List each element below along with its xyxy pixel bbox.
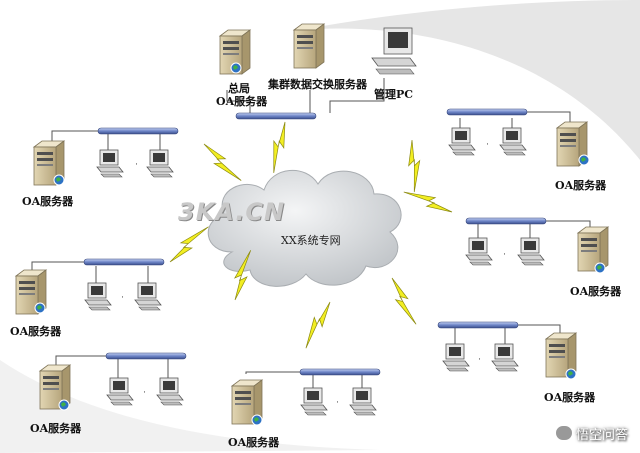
- svg-text:·: ·: [336, 397, 339, 407]
- client-pc-icon: [491, 343, 519, 372]
- cluster-server-icon: [293, 23, 325, 69]
- link-bolt-e: [403, 184, 453, 220]
- client-pc-icon: [134, 282, 162, 311]
- client-pc-icon: [300, 387, 328, 416]
- client-pc-icon: [349, 387, 377, 416]
- site-upper-left: ·: [33, 127, 179, 186]
- client-pc-icon: [442, 343, 470, 372]
- link-bolt-se: [377, 277, 431, 325]
- client-pc-icon: [96, 149, 124, 178]
- admin-pc-label: 管理PC: [374, 88, 414, 101]
- oa-server-label: OA服务器: [555, 179, 607, 192]
- client-pc-icon: [465, 237, 493, 266]
- chat-bubble-icon: [554, 425, 573, 441]
- site-lower-right: ·: [437, 321, 577, 380]
- hq-switch: [235, 112, 317, 120]
- link-bolt-s: [301, 301, 335, 349]
- hq-head-server-label: 总局: [228, 82, 250, 95]
- admin-pc-icon: [371, 27, 417, 75]
- hq-head-server-label-2: OA服务器: [216, 95, 268, 108]
- svg-text:·: ·: [135, 159, 138, 169]
- svg-text:·: ·: [486, 139, 489, 149]
- svg-text:·: ·: [478, 354, 481, 364]
- background-swoosh: [300, 0, 640, 160]
- link-bolt-n: [258, 121, 301, 174]
- site-upper-right: ·: [446, 108, 590, 167]
- cluster-server-label: 集群数据交换服务器: [268, 78, 367, 91]
- oa-server-label: OA服务器: [10, 325, 62, 338]
- client-pc-icon: [156, 377, 184, 406]
- client-pc-icon: [106, 377, 134, 406]
- watermark: 3KA.CN: [178, 198, 286, 226]
- svg-text:·: ·: [121, 292, 124, 302]
- oa-server-label: OA服务器: [22, 195, 74, 208]
- site-lower-middle: ·: [231, 368, 381, 426]
- oa-server-label: OA服务器: [228, 436, 280, 449]
- link-bolt-nw: [197, 143, 248, 181]
- link-bolt-ne: [389, 139, 437, 193]
- site-lower-left: ·: [39, 352, 187, 411]
- network-cloud: [207, 170, 402, 287]
- site-middle-right: ·: [465, 217, 609, 274]
- link-bolt-w: [164, 226, 214, 263]
- oa-server-label: OA服务器: [30, 422, 82, 435]
- brand-label: 悟空问答: [575, 428, 628, 443]
- oa-server-label: OA服务器: [570, 285, 622, 298]
- oa-server-label: OA服务器: [544, 391, 596, 404]
- client-pc-icon: [448, 127, 476, 156]
- site-middle-left: ·: [15, 258, 165, 315]
- client-pc-icon: [84, 282, 112, 311]
- client-pc-icon: [499, 127, 527, 156]
- svg-text:·: ·: [503, 249, 506, 259]
- hq-network: [219, 23, 417, 120]
- svg-text:·: ·: [143, 387, 146, 397]
- client-pc-icon: [146, 149, 174, 178]
- brand-watermark: 悟空问答: [554, 424, 628, 443]
- cloud-label: XX系统专网: [281, 234, 341, 247]
- background-swoosh-bottom: [0, 360, 380, 453]
- client-pc-icon: [517, 237, 545, 266]
